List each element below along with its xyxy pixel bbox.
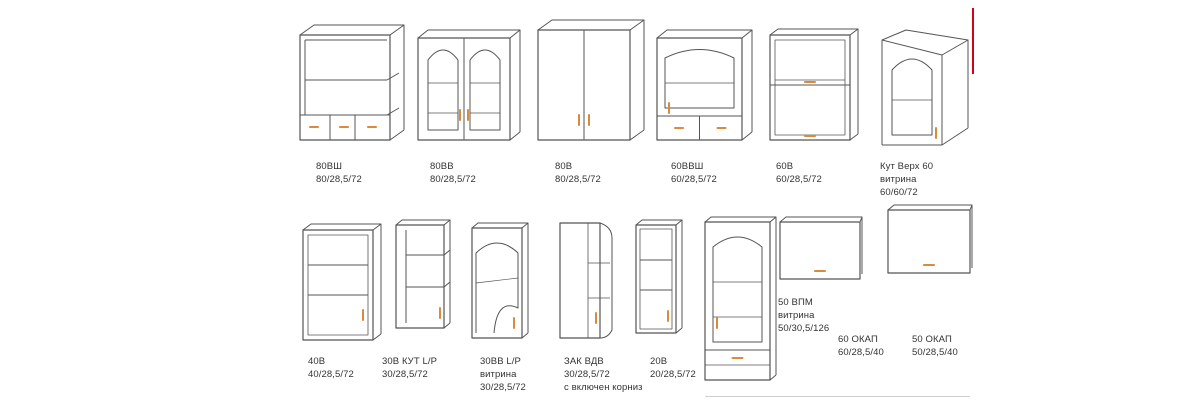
cabinet-60vvsh: [656, 29, 753, 141]
cabinet-30v-kut: [395, 219, 451, 329]
cabinet-30vv: [471, 222, 529, 339]
cabinet-80vv: [417, 29, 521, 141]
cabinet-60-okap: [779, 216, 863, 280]
cabinet-40v: [302, 223, 382, 341]
cabinet-80vsh: [299, 24, 405, 141]
cabinet-50vpm: [704, 216, 777, 381]
cabinet-60v: [769, 28, 859, 141]
cabinet-20v: [635, 219, 683, 334]
accent-bar: [972, 8, 974, 74]
cabinet-50-okap: [887, 204, 973, 274]
cabinet-80v: [537, 19, 645, 141]
cabinet-kut-verh-60: [881, 29, 969, 146]
floor-line: [705, 396, 970, 397]
cabinet-zak-vdv: [559, 222, 613, 339]
